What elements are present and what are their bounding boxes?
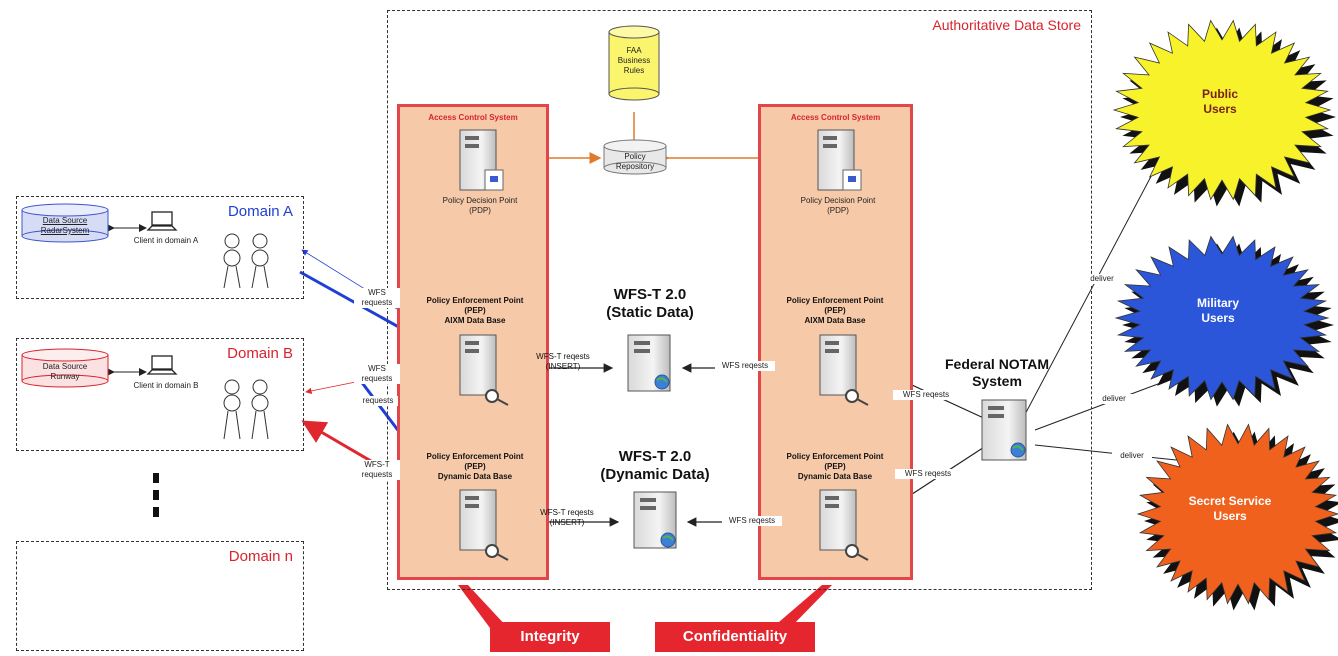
faa-rules-label: FAA Business Rules	[617, 46, 651, 75]
client-a-label: Client in domain A	[133, 236, 199, 245]
runway-db-icon	[21, 348, 109, 388]
server-icon-notam	[981, 399, 1027, 461]
military-users-label: Military Users	[1196, 296, 1239, 325]
laptop-icon-a	[146, 211, 178, 231]
server-icon-pdp-right	[817, 129, 862, 191]
server-icon-pep-static-right	[819, 334, 869, 406]
users-icon-b	[223, 379, 269, 440]
secret-service-users-label: Secret Service Users	[1188, 494, 1272, 523]
server-icon-pep-static-left	[459, 334, 509, 406]
server-icon-pdp-left	[459, 129, 504, 191]
wfs-dynamic-title: WFS-T 2.0 (Dynamic Data)	[600, 448, 710, 483]
users-icon-a	[223, 233, 269, 289]
starburst-body	[1114, 235, 1330, 401]
pep-dynamic-left-label: Policy Enforcement Point (PEP) Dynamic D…	[426, 452, 524, 481]
insert-static-label: WFS-T reqests (INSERT)	[536, 352, 590, 371]
pep-static-left-label: Policy Enforcement Point (PEP) AIXM Data…	[426, 296, 524, 325]
acs-right-title: Access Control System	[790, 113, 881, 122]
deliver-secret-label: deliver	[1112, 451, 1152, 461]
notam-to-static-label: WFS reqests	[893, 390, 959, 400]
starburst-military-users	[1114, 235, 1334, 407]
deliver-military-label: deliver	[1094, 394, 1134, 404]
pdp-right-label: Policy Decision Point (PDP)	[800, 196, 876, 215]
domain-a-box: Domain A	[16, 196, 304, 299]
pep-static-right-label: Policy Enforcement Point (PEP) AIXM Data…	[786, 296, 884, 325]
notam-to-dynamic-label: WFS reqests	[895, 469, 961, 479]
starburst-public-users	[1112, 19, 1336, 207]
policy-repository-db-icon	[603, 139, 667, 175]
domain-n-box: Domain n	[16, 541, 304, 651]
radar-db-icon	[21, 203, 109, 243]
faa-rules-db-icon	[608, 25, 660, 101]
runway-db-label: Data Source Runway	[42, 362, 88, 381]
integrity-tag: Integrity	[490, 622, 610, 652]
ellipsis-dots-icon	[153, 473, 159, 517]
policy-repository-label: Policy Repository	[615, 152, 655, 171]
domain-n-title: Domain n	[228, 548, 293, 565]
confidentiality-tag: Confidentiality	[655, 622, 815, 652]
server-icon-wfs-static	[627, 334, 671, 392]
public-users-label: Public Users	[1201, 87, 1238, 116]
server-icon-pep-dynamic-right	[819, 489, 869, 561]
notam-title: Federal NOTAM System	[945, 356, 1049, 389]
wfs-requests-static-label: WFS reqests	[715, 361, 775, 371]
radar-db-label: Data Source RadarSystem	[40, 216, 90, 235]
deliver-public-label: deliver	[1082, 274, 1122, 284]
client-b-label: Client in domain B	[133, 381, 199, 390]
server-icon-pep-dynamic-left	[459, 489, 509, 561]
store-title: Authoritative Data Store	[932, 17, 1081, 33]
pep-dynamic-right-label: Policy Enforcement Point (PEP) Dynamic D…	[786, 452, 884, 481]
domain-b-box: Domain B	[16, 338, 304, 451]
starburst-secret-service-users	[1136, 423, 1338, 611]
wfs-requests-dynamic-label: WFS reqests	[722, 516, 782, 526]
domain-a-title: Domain A	[227, 203, 293, 220]
starburst-body	[1112, 19, 1332, 201]
acs-left-title: Access Control System	[428, 113, 518, 122]
wfs-requests-b2-label: requests	[358, 396, 398, 406]
wfs-static-title: WFS-T 2.0 (Static Data)	[606, 286, 694, 321]
wfs-requests-a-label: WFS requests	[354, 288, 400, 308]
laptop-icon-b	[146, 355, 178, 375]
starburst-body	[1136, 423, 1338, 605]
domain-b-title: Domain B	[227, 345, 293, 362]
insert-dynamic-label: WFS-T reqests (INSERT)	[540, 508, 594, 527]
server-icon-wfs-dynamic	[633, 491, 677, 549]
wfst-requests-label: WFS-T requests	[354, 460, 400, 480]
pdp-left-label: Policy Decision Point (PDP)	[442, 196, 518, 215]
wfs-requests-b1-label: WFS requests	[354, 364, 400, 384]
